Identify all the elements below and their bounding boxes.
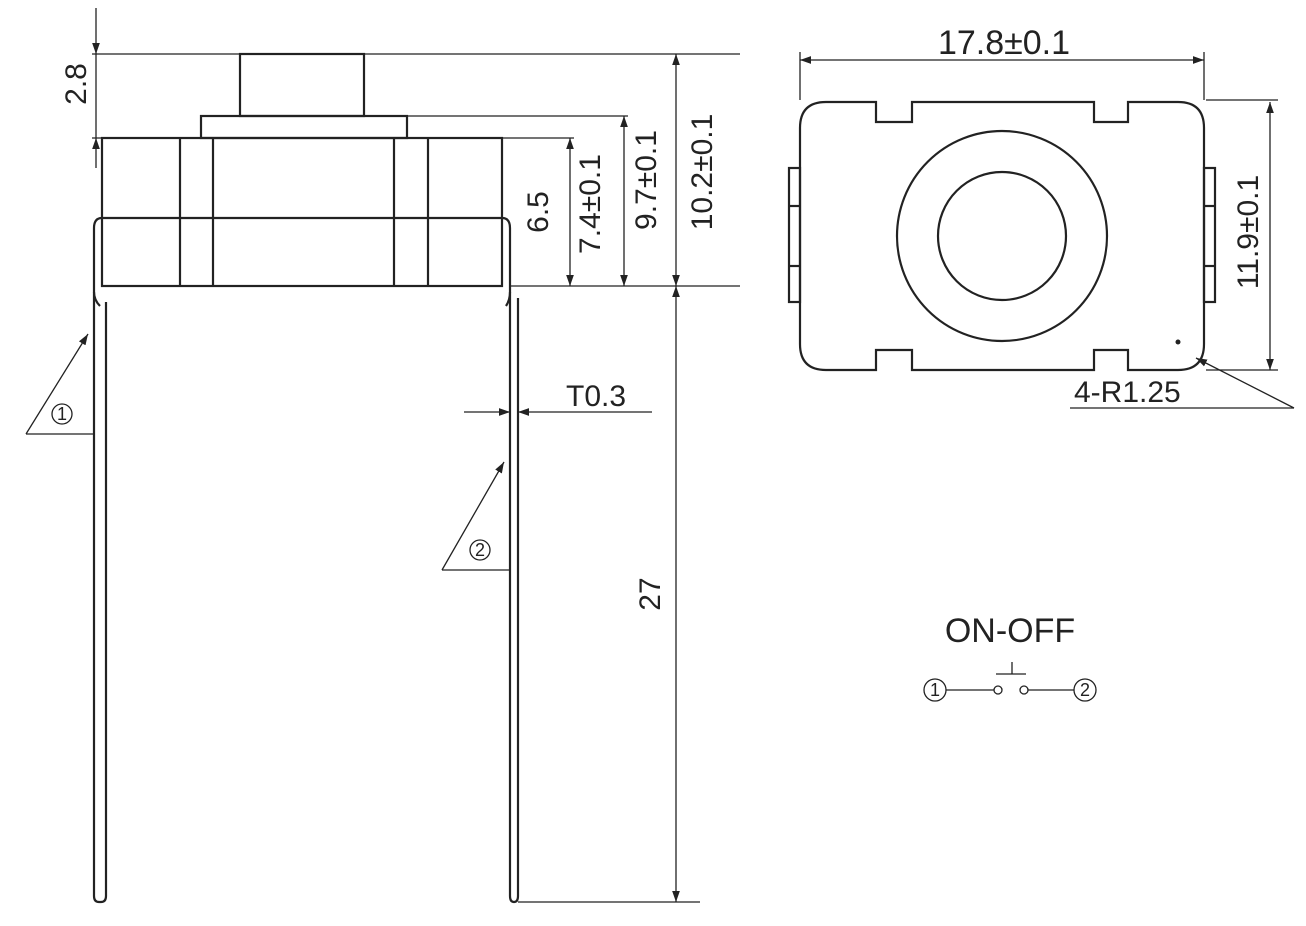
dim-label-9-7: 9.7±0.1 [630,130,663,230]
dim-label-6-5: 6.5 [522,191,555,233]
dim-radius: 4-R1.25 [1070,357,1295,409]
top-view: 17.8±0.1 11.9±0.1 4-R1.25 [787,24,1295,409]
dim-27: 27 [634,286,680,902]
pin1-label: 1 [57,404,67,424]
outer-ring [895,129,1109,343]
side-view: 1 2 2.8 6.5 7 [25,8,740,904]
dim-t0-3: T0.3 [464,380,652,416]
dim-label-radius: 4-R1.25 [1074,376,1181,409]
top-body-outline [798,100,1206,372]
dim-17-8: 17.8±0.1 [799,24,1205,100]
pin2-callout: 2 [441,461,509,571]
dim-label-2-8: 2.8 [60,63,93,105]
pin2-label: 2 [475,540,485,560]
polarity-dot [1175,339,1181,345]
schematic-pin2: 2 [1080,680,1090,700]
switch-schematic: ON-OFF 1 2 [923,612,1097,702]
dim-label-7-4: 7.4±0.1 [574,154,607,254]
pin1-callout: 1 [25,333,93,435]
actuator-circle [936,170,1068,302]
dim-label-17-8: 17.8±0.1 [938,24,1070,62]
actuator-button [238,52,366,118]
dim-6-5: 6.5 [522,191,555,233]
button-flange [199,114,409,140]
dim-7-4: 7.4±0.1 [566,138,607,286]
pin-left [92,292,108,904]
schematic-title: ON-OFF [945,612,1075,650]
schematic-pin1: 1 [930,680,940,700]
pin-right [508,292,520,904]
dim-11-9: 11.9±0.1 [1206,99,1278,371]
dim-10-2: 10.2±0.1 [672,54,719,286]
dim-label-10-2: 10.2±0.1 [686,114,719,231]
dim-label-27: 27 [634,577,667,610]
dim-9-7: 9.7±0.1 [620,116,663,286]
housing-body [100,136,504,288]
dim-2-8: 2.8 [60,8,240,168]
dim-label-t0-3: T0.3 [566,380,626,413]
dim-label-11-9: 11.9±0.1 [1232,175,1265,289]
